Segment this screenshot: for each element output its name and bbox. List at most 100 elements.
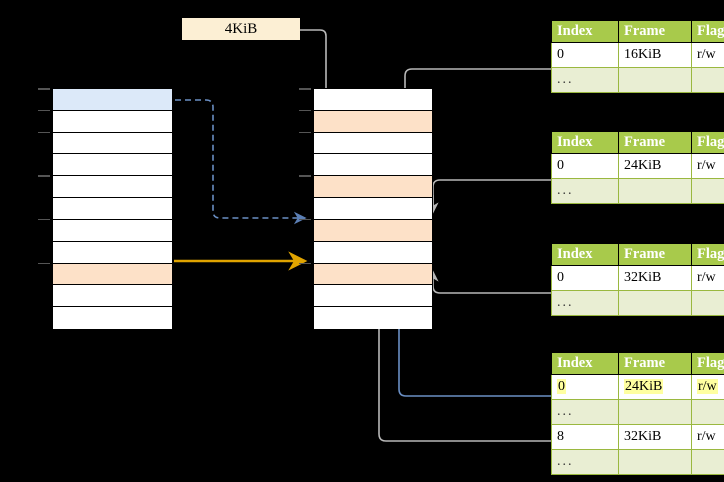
physical-row-7[interactable] xyxy=(314,241,432,264)
table-row[interactable]: ... xyxy=(551,399,724,425)
column-header-flags: Flags xyxy=(691,352,724,375)
virtual-row-4[interactable] xyxy=(53,176,172,199)
column-header-frame: Frame xyxy=(618,131,692,154)
page-table-4-wrap: IndexFrameFlags024KiBr/w...832KiBr/w... xyxy=(551,352,724,475)
cell-index: ... xyxy=(551,399,619,425)
wire-table3-row0-to-physical-row8 xyxy=(427,270,551,294)
physical-row-3[interactable] xyxy=(314,154,432,177)
virtual-row-10[interactable] xyxy=(53,307,172,329)
virtual-tick-0 xyxy=(38,88,50,90)
physical-tick-4 xyxy=(299,175,311,177)
physical-row-10[interactable] xyxy=(314,307,432,329)
table-header-row: IndexFrameFlags xyxy=(551,131,724,154)
cell-frame xyxy=(618,290,692,316)
physical-row-4[interactable] xyxy=(314,176,432,199)
cell-flags xyxy=(691,67,724,93)
cell-flags: r/w xyxy=(691,153,724,179)
table-row[interactable]: ... xyxy=(551,290,724,316)
page-table-level-4: IndexFrameFlags024KiBr/w...832KiBr/w... xyxy=(551,352,724,475)
virtual-row-8[interactable] xyxy=(53,263,172,286)
cell-flags xyxy=(691,449,724,475)
virtual-tick-6 xyxy=(38,218,50,221)
column-header-flags: Flags xyxy=(691,131,724,154)
physical-tick-1 xyxy=(299,109,311,112)
cell-flags xyxy=(691,178,724,204)
cell-index: 0 xyxy=(551,374,619,400)
column-header-index: Index xyxy=(551,20,619,43)
table-header-row: IndexFrameFlags xyxy=(551,243,724,266)
wire-physical-row4-to-table2 xyxy=(432,179,552,206)
cell-frame: 32KiB xyxy=(618,424,692,450)
column-header-frame: Frame xyxy=(618,352,692,375)
page-table-level-3: IndexFrameFlags032KiBr/w... xyxy=(551,243,724,316)
physical-row-9[interactable] xyxy=(314,285,432,308)
physical-tick-6 xyxy=(299,218,311,221)
size-label-chip: 4KiB xyxy=(182,18,300,40)
physical-row-5[interactable] xyxy=(314,198,432,220)
page-table-3-wrap: IndexFrameFlags032KiBr/w... xyxy=(551,243,724,316)
column-header-index: Index xyxy=(551,131,619,154)
cell-index: 0 xyxy=(551,42,619,68)
cell-frame xyxy=(618,178,692,204)
virtual-table-ticks xyxy=(38,88,52,328)
physical-tick-8 xyxy=(299,262,311,265)
page-table-1-wrap: IndexFrameFlags016KiBr/w... xyxy=(551,20,724,93)
column-header-frame: Frame xyxy=(618,243,692,266)
page-table-level-2: IndexFrameFlags024KiBr/w... xyxy=(551,131,724,204)
virtual-row-9[interactable] xyxy=(53,285,172,308)
column-header-index: Index xyxy=(551,243,619,266)
cell-frame: 16KiB xyxy=(618,42,692,68)
virtual-tick-2 xyxy=(38,131,50,134)
virtual-row-2[interactable] xyxy=(53,132,172,155)
cell-frame xyxy=(618,399,692,425)
physical-row-0[interactable] xyxy=(314,89,432,111)
column-header-flags: Flags xyxy=(691,20,724,43)
table-header-row: IndexFrameFlags xyxy=(551,20,724,43)
physical-memory-table xyxy=(313,88,433,329)
cell-flags: r/w xyxy=(691,424,724,450)
page-table-2-wrap: IndexFrameFlags024KiBr/w... xyxy=(551,131,724,204)
physical-row-2[interactable] xyxy=(314,132,432,155)
table-row[interactable]: ... xyxy=(551,67,724,93)
column-header-index: Index xyxy=(551,352,619,375)
highlighted-value: r/w xyxy=(697,379,718,394)
size-label-text: 4KiB xyxy=(224,21,258,37)
cell-index: ... xyxy=(551,449,619,475)
cell-frame xyxy=(618,67,692,93)
wire-virtual-row0-to-physical-row6 xyxy=(175,99,307,225)
physical-row-6[interactable] xyxy=(314,219,432,242)
physical-row-8[interactable] xyxy=(314,263,432,286)
table-row[interactable]: ... xyxy=(551,178,724,204)
cell-frame: 32KiB xyxy=(618,265,692,291)
virtual-tick-8 xyxy=(38,262,50,265)
cell-index: ... xyxy=(551,290,619,316)
cell-index: ... xyxy=(551,178,619,204)
column-header-flags: Flags xyxy=(691,243,724,266)
cell-flags xyxy=(691,290,724,316)
column-header-frame: Frame xyxy=(618,20,692,43)
cell-index: 8 xyxy=(551,424,619,450)
table-row[interactable]: ... xyxy=(551,449,724,475)
physical-table-ticks xyxy=(299,88,313,328)
cell-flags xyxy=(691,399,724,425)
physical-tick-2 xyxy=(299,131,311,134)
virtual-address-space-table xyxy=(52,88,173,329)
virtual-row-3[interactable] xyxy=(53,154,172,177)
virtual-row-7[interactable] xyxy=(53,241,172,264)
virtual-row-1[interactable] xyxy=(53,110,172,133)
virtual-tick-4 xyxy=(38,175,50,177)
cell-frame: 24KiB xyxy=(618,374,692,400)
virtual-row-6[interactable] xyxy=(53,219,172,242)
cell-flags: r/w xyxy=(691,42,724,68)
virtual-row-5[interactable] xyxy=(53,198,172,220)
virtual-row-0[interactable] xyxy=(53,89,172,111)
cell-flags: r/w xyxy=(691,265,724,291)
physical-row-1[interactable] xyxy=(314,110,432,133)
cell-frame: 24KiB xyxy=(618,153,692,179)
